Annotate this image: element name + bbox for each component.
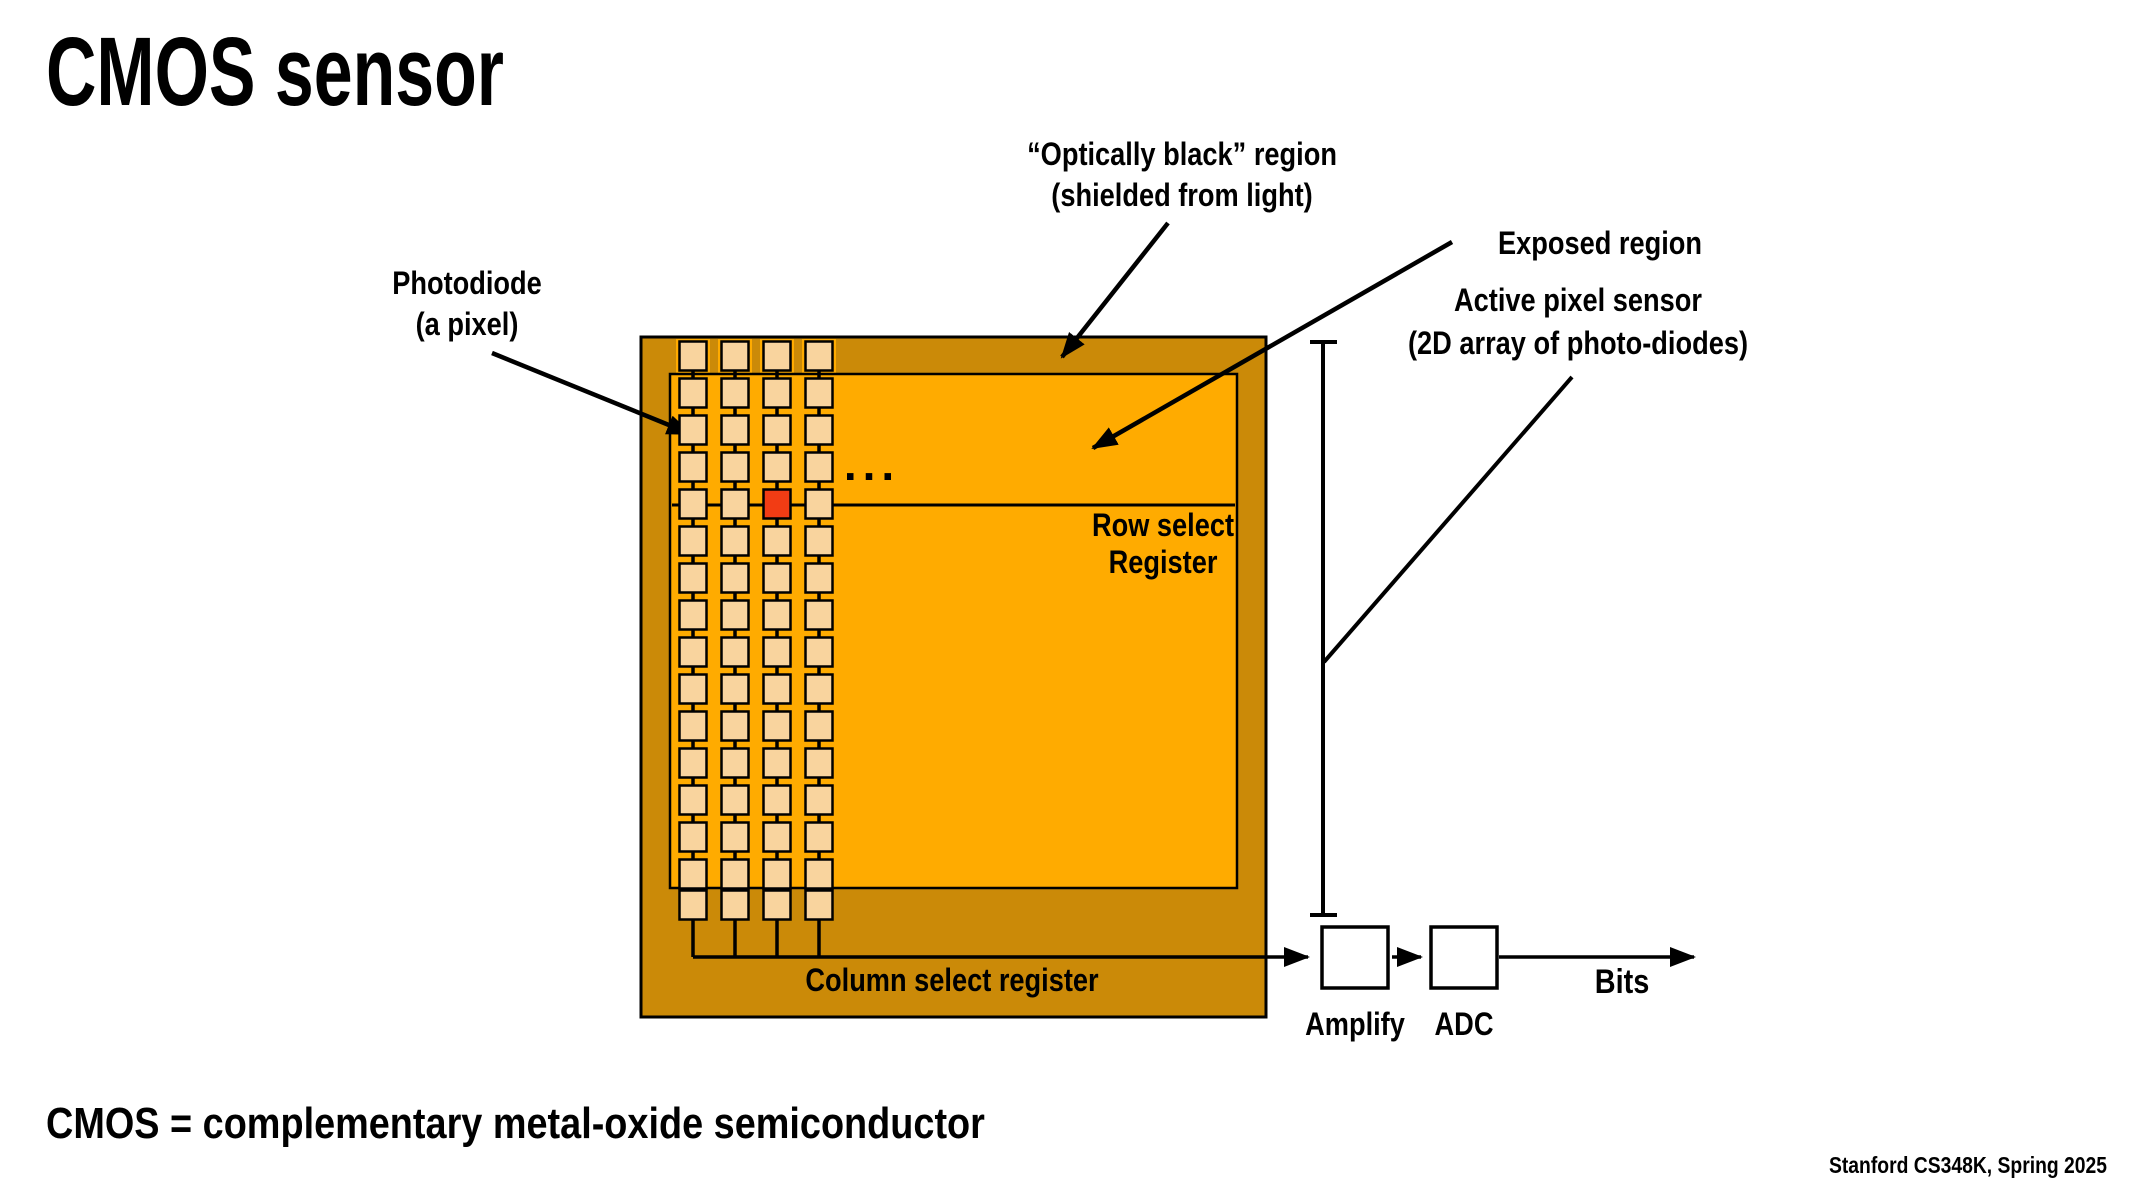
pixel — [678, 889, 708, 921]
pixel — [720, 525, 750, 557]
pixel — [804, 858, 834, 890]
pixel — [678, 451, 708, 483]
pixel — [762, 414, 792, 446]
pixel — [804, 525, 834, 557]
ellipsis: ... — [843, 438, 901, 490]
pixel — [720, 488, 750, 520]
pixel — [762, 451, 792, 483]
pixel — [762, 636, 792, 668]
pixel — [762, 858, 792, 890]
pixel — [678, 414, 708, 446]
pixel — [762, 377, 792, 409]
pixel — [804, 636, 834, 668]
pixel — [804, 451, 834, 483]
optically-black-label: “Optically black” region (shielded from … — [1027, 136, 1337, 213]
pixel — [762, 599, 792, 631]
pixel — [678, 525, 708, 557]
pixel — [762, 889, 792, 921]
column-select-register-label: Column select register — [805, 962, 1099, 998]
amplify-box — [1320, 925, 1390, 990]
pixel — [678, 377, 708, 409]
active-pixel-sensor-label: Active pixel sensor (2D array of photo-d… — [1407, 282, 1749, 361]
pixel — [678, 784, 708, 816]
pixel — [804, 414, 834, 446]
cmos-definition: CMOS = complementary metal-oxide semicon… — [46, 1099, 985, 1148]
pixel — [804, 784, 834, 816]
pixel — [720, 414, 750, 446]
pixel — [678, 821, 708, 853]
pixel — [720, 599, 750, 631]
selected-pixel — [762, 488, 792, 520]
pixel — [762, 710, 792, 742]
pixel — [720, 340, 750, 372]
bits-label: Bits — [1594, 963, 1650, 1001]
pixel — [804, 821, 834, 853]
pixel — [720, 710, 750, 742]
pixel — [762, 747, 792, 779]
pixel — [804, 599, 834, 631]
pixel — [804, 488, 834, 520]
pixel — [720, 784, 750, 816]
pixel — [720, 821, 750, 853]
pixel — [720, 673, 750, 705]
pixel — [678, 340, 708, 372]
pixel — [678, 636, 708, 668]
active-pixel-sensor-pointer-line — [1322, 375, 1574, 664]
pixel — [720, 562, 750, 594]
pixel — [678, 858, 708, 890]
pixel — [804, 377, 834, 409]
pixel — [678, 747, 708, 779]
pixel — [762, 784, 792, 816]
pixel — [804, 889, 834, 921]
photodiode-arrow — [491, 350, 693, 437]
pixel — [804, 673, 834, 705]
pixel — [678, 488, 708, 520]
pixel — [678, 673, 708, 705]
photodiode-label: Photodiode (a pixel) — [392, 265, 542, 342]
row-select-register-label: Row select Register — [1091, 507, 1235, 580]
pixel — [804, 747, 834, 779]
pixel — [762, 821, 792, 853]
pixel — [720, 747, 750, 779]
pixel — [804, 710, 834, 742]
pixel — [762, 525, 792, 557]
exposed-region-rect — [668, 372, 1239, 890]
exposed-region-arrow — [1091, 240, 1454, 450]
pixel — [762, 340, 792, 372]
optically-black-arrow — [1060, 221, 1170, 359]
pixel — [762, 562, 792, 594]
pixel-grid — [678, 340, 834, 921]
adc-box — [1429, 925, 1499, 990]
pixel — [720, 451, 750, 483]
pixel — [720, 636, 750, 668]
pixel — [804, 340, 834, 372]
pixel — [678, 599, 708, 631]
pixel — [678, 562, 708, 594]
pixel — [678, 710, 708, 742]
pixel — [720, 377, 750, 409]
pixel — [762, 673, 792, 705]
exposed-region-label: Exposed region — [1497, 225, 1703, 261]
course-credit: Stanford CS348K, Spring 2025 — [1828, 1152, 2107, 1178]
adc-label: ADC — [1434, 1006, 1494, 1042]
pixel — [720, 858, 750, 890]
slide-title: CMOS sensor — [46, 17, 504, 126]
pixel — [804, 562, 834, 594]
amplify-label: Amplify — [1305, 1006, 1405, 1042]
pixel — [720, 889, 750, 921]
